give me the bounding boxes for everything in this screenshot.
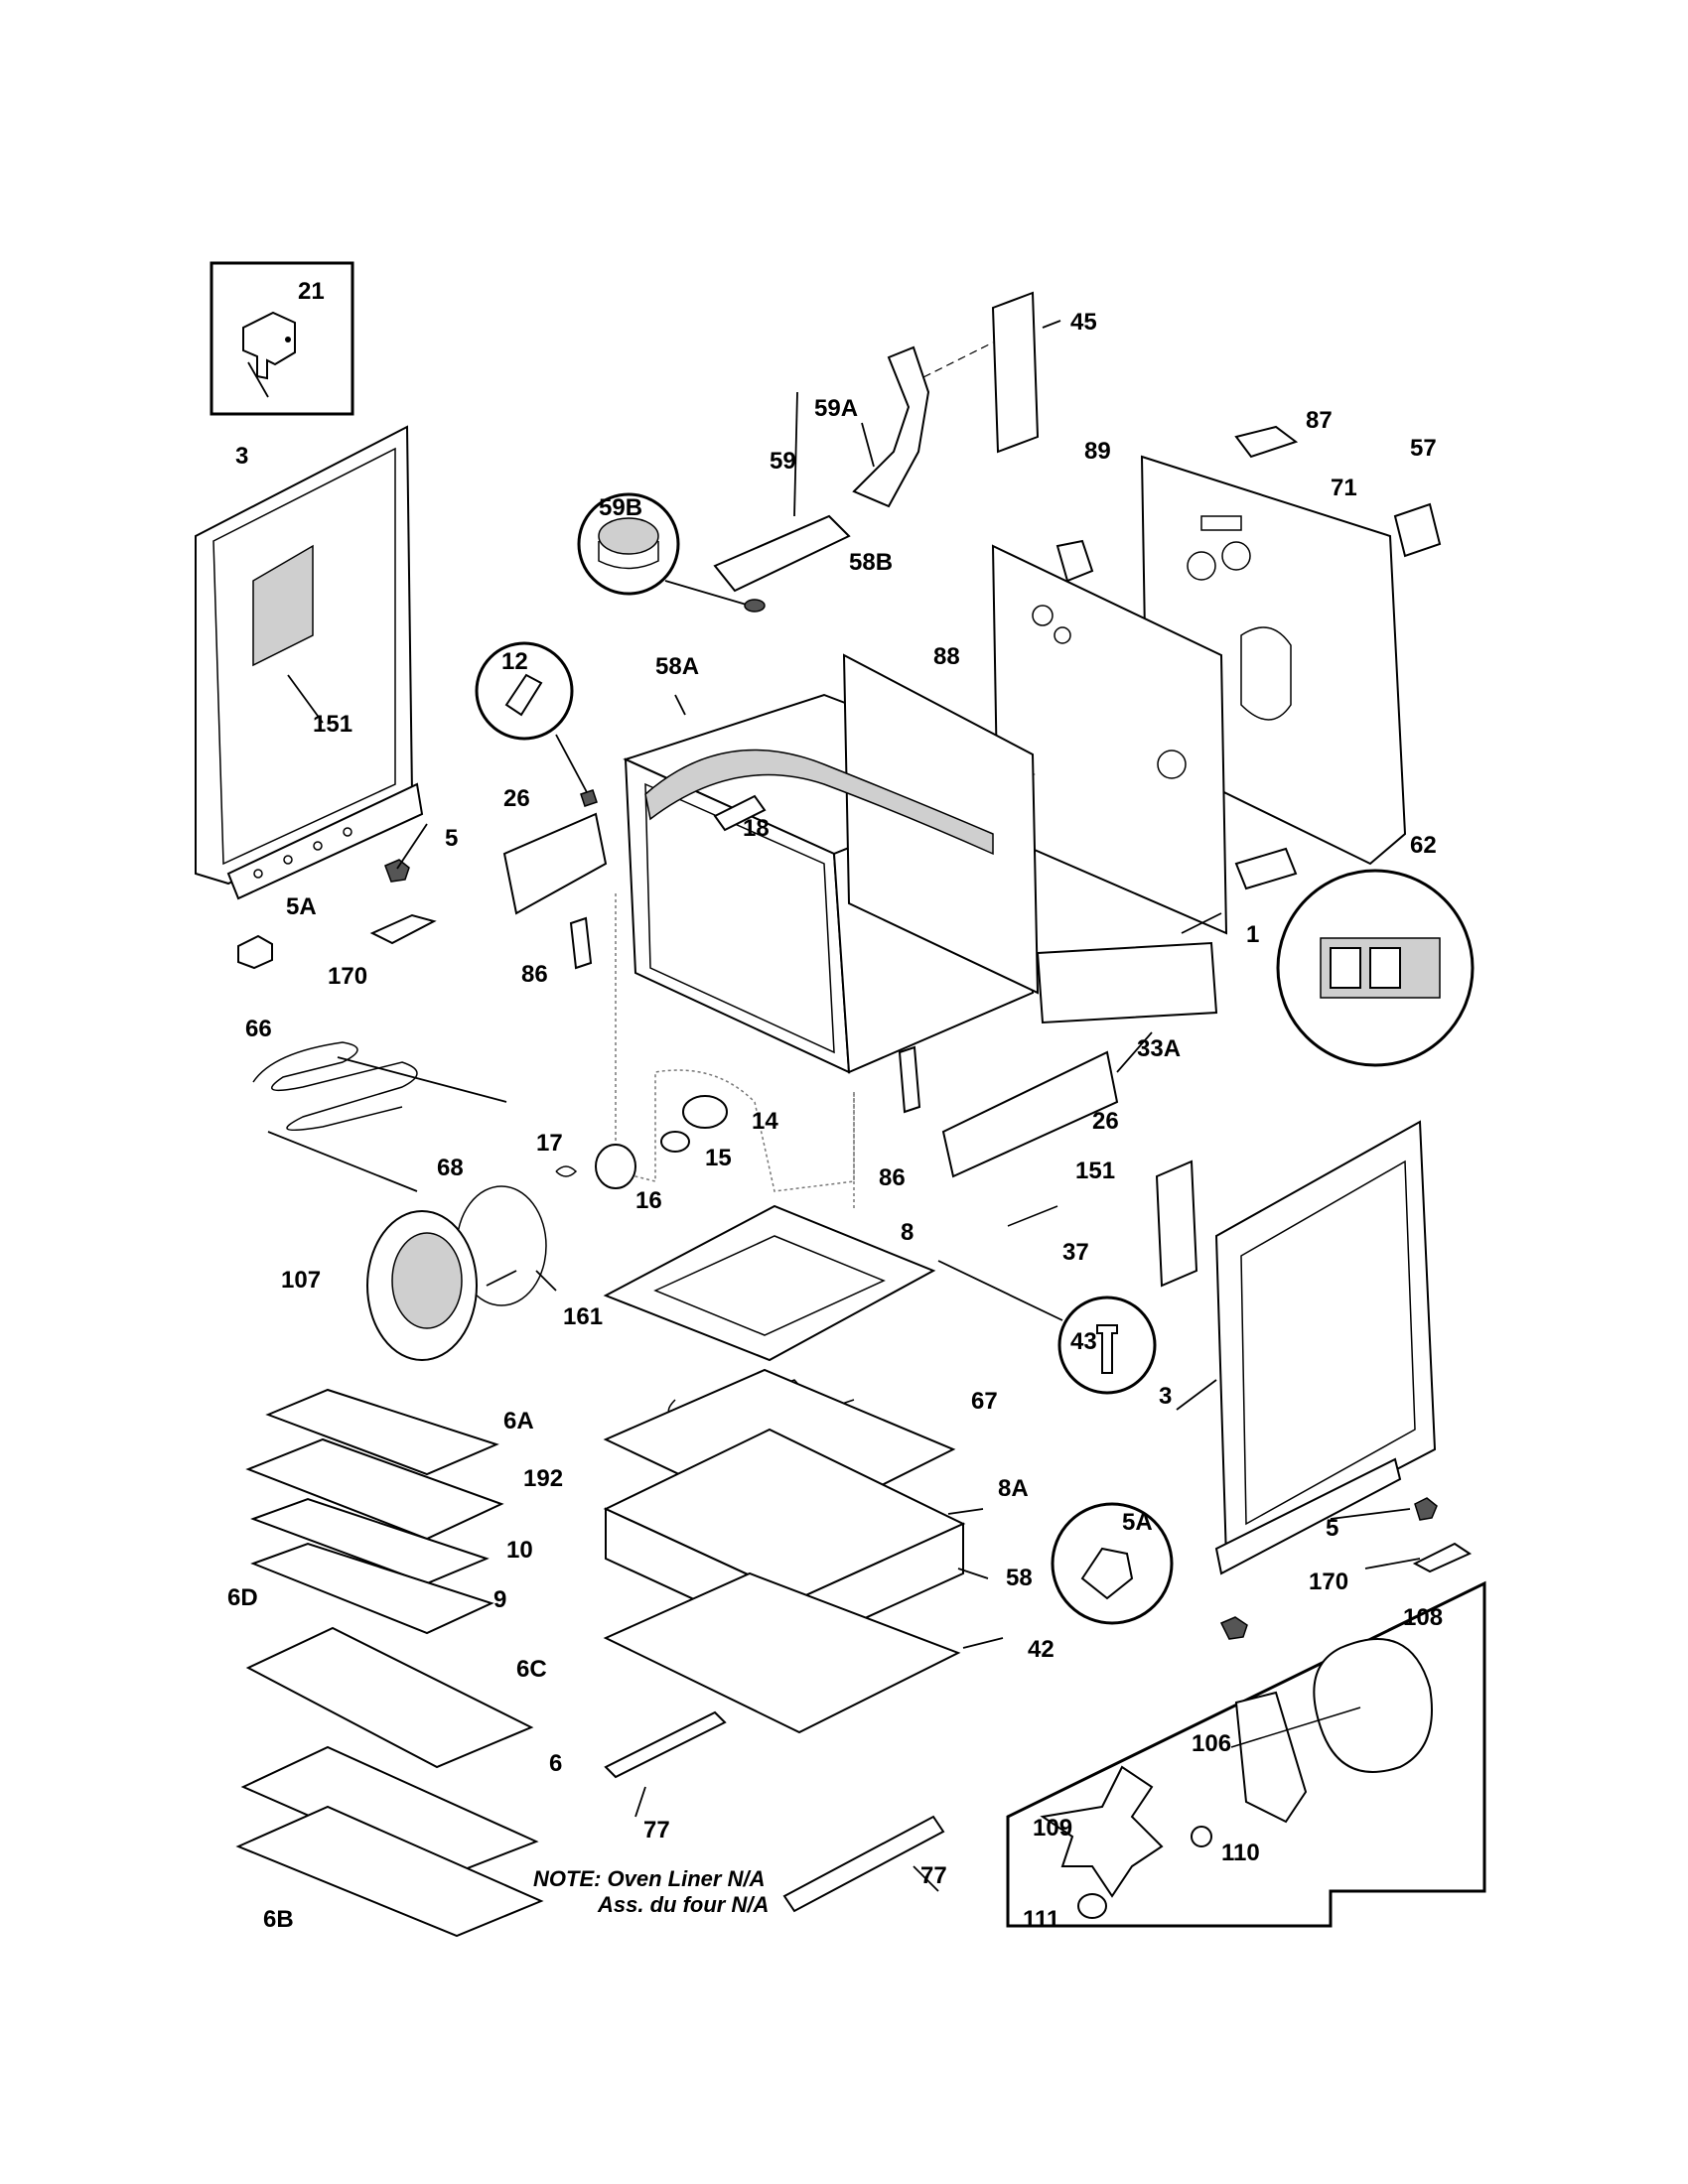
label-6A: 6A (503, 1408, 534, 1434)
label-108: 108 (1403, 1604, 1444, 1631)
brackets-left (502, 794, 767, 970)
label-86-left: 86 (521, 961, 548, 988)
label-8A: 8A (998, 1475, 1029, 1502)
fan-cover-gasket (366, 1185, 547, 1361)
label-5A-right: 5A (1122, 1509, 1153, 1536)
label-58: 58 (1006, 1565, 1033, 1591)
label-57: 57 (1410, 435, 1437, 462)
brackets-right (898, 941, 1218, 1178)
label-5-right: 5 (1326, 1515, 1339, 1542)
label-14: 14 (752, 1108, 778, 1135)
bottom-assembly (603, 1204, 966, 1913)
label-6: 6 (549, 1750, 563, 1777)
leveler-parts-right (1051, 1497, 1473, 1640)
part-59B-inset (577, 492, 766, 613)
label-6D: 6D (227, 1584, 258, 1611)
label-66: 66 (245, 1016, 272, 1042)
label-77-left: 77 (643, 1817, 670, 1843)
label-59A: 59A (814, 395, 859, 422)
label-17: 17 (536, 1130, 563, 1157)
label-110: 110 (1221, 1840, 1260, 1866)
label-77-right: 77 (920, 1862, 947, 1889)
side-panel-left (195, 425, 424, 900)
part-12-inset (475, 641, 598, 807)
lamp-parts (555, 1095, 728, 1189)
note-line-french: Ass. du four N/A (598, 1892, 770, 1918)
oven-cavity (615, 653, 1040, 1211)
label-109: 109 (1033, 1815, 1073, 1842)
label-3-top: 3 (235, 443, 249, 470)
label-68: 68 (437, 1155, 464, 1181)
label-9: 9 (493, 1586, 507, 1613)
broil-element (252, 1041, 507, 1192)
label-62: 62 (1410, 832, 1437, 859)
leader-lines (247, 320, 1421, 1892)
note-line-english: NOTE: Oven Liner N/A (533, 1866, 766, 1891)
oven-liner-note: NOTE: Oven Liner N/A Ass. du four N/A (533, 1866, 769, 1919)
label-16: 16 (635, 1187, 662, 1214)
part-62-inset (1234, 847, 1475, 1067)
label-5A-left: 5A (286, 893, 317, 920)
part-21-inset (210, 261, 354, 416)
vent-ducts (713, 291, 1040, 593)
label-170-left: 170 (328, 963, 368, 990)
side-panel-right (1007, 1120, 1437, 1575)
label-106: 106 (1192, 1730, 1232, 1757)
leveler-parts-left (237, 859, 437, 970)
label-107: 107 (281, 1267, 322, 1294)
label-6B: 6B (263, 1906, 294, 1933)
label-67: 67 (971, 1388, 998, 1415)
label-151-right: 151 (1075, 1158, 1116, 1184)
label-86-right: 86 (879, 1164, 906, 1191)
label-8: 8 (901, 1219, 914, 1246)
label-33A: 33A (1137, 1035, 1182, 1062)
label-71: 71 (1331, 475, 1357, 501)
label-59B: 59B (599, 494, 643, 521)
label-6C: 6C (516, 1656, 547, 1683)
label-1: 1 (1246, 921, 1260, 948)
label-87: 87 (1306, 407, 1333, 434)
label-88: 88 (933, 643, 960, 670)
label-151-top: 151 (313, 711, 353, 738)
label-89: 89 (1084, 438, 1111, 465)
label-43: 43 (1070, 1328, 1097, 1355)
label-5-left: 5 (445, 825, 459, 852)
label-59: 59 (770, 448, 796, 475)
label-12: 12 (501, 648, 528, 675)
label-42: 42 (1028, 1636, 1055, 1663)
convection-fan-kit (1006, 1580, 1486, 1928)
part-43-inset (937, 1260, 1157, 1395)
racks-and-pans (235, 1388, 544, 1938)
label-26-left: 26 (503, 785, 530, 812)
label-58B: 58B (849, 549, 894, 576)
label-192: 192 (523, 1465, 564, 1492)
label-21: 21 (298, 278, 325, 305)
label-161: 161 (563, 1303, 604, 1330)
label-111: 111 (1023, 1906, 1060, 1933)
label-37: 37 (1062, 1239, 1089, 1266)
label-58A: 58A (655, 653, 700, 680)
inner-back-panel-1 (991, 539, 1228, 935)
label-3-right: 3 (1159, 1383, 1173, 1410)
label-26-right: 26 (1092, 1108, 1119, 1135)
label-45: 45 (1070, 309, 1097, 336)
label-15: 15 (705, 1145, 732, 1171)
label-18: 18 (743, 815, 770, 842)
label-170-right: 170 (1309, 1569, 1349, 1595)
label-10: 10 (506, 1537, 533, 1564)
